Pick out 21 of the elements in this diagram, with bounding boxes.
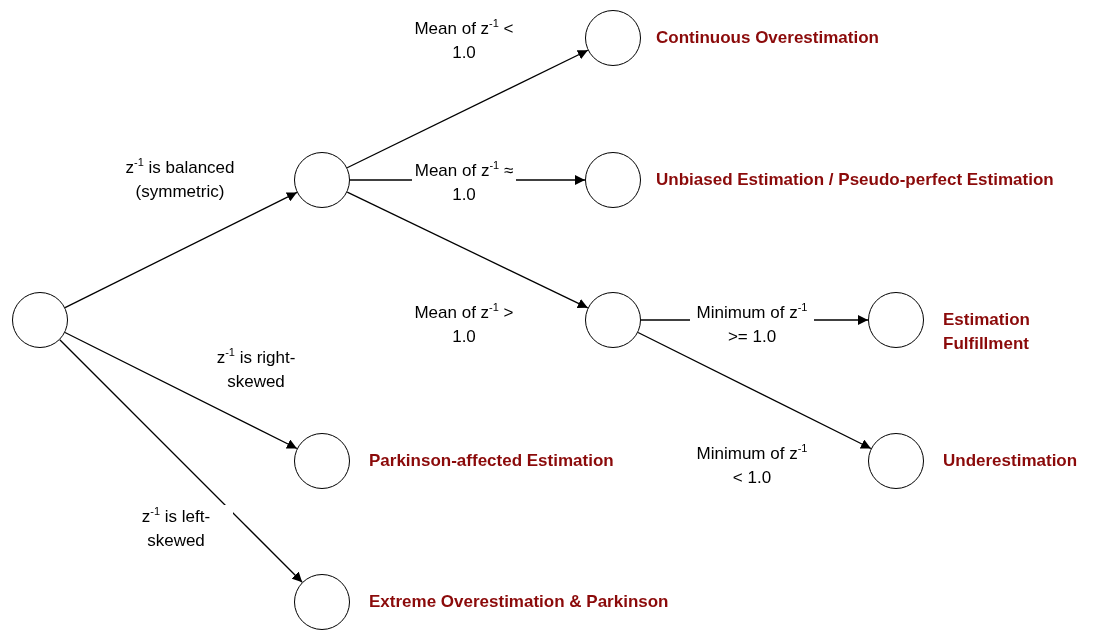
arrow bbox=[346, 191, 589, 309]
arrow bbox=[346, 49, 589, 169]
circle-node bbox=[294, 574, 350, 630]
outcome-label: Continuous Overestimation bbox=[656, 27, 879, 49]
arrow bbox=[64, 331, 298, 450]
circle-node bbox=[585, 10, 641, 66]
circle-node bbox=[294, 433, 350, 489]
outcome-label: Estimation Fulfillment bbox=[943, 309, 1031, 355]
circle-node bbox=[585, 292, 641, 348]
outcome-label: Underestimation bbox=[943, 450, 1078, 472]
outcome-label: Parkinson-affected Estimation bbox=[369, 450, 614, 472]
circle-node bbox=[294, 152, 350, 208]
outcome-label: Extreme Overestimation & Parkinson bbox=[369, 591, 669, 613]
circle-node bbox=[868, 292, 924, 348]
outcome-label: Unbiased Estimation / Pseudo-perfect Estimation bbox=[656, 169, 1054, 191]
circle-node bbox=[12, 292, 68, 348]
circle-node bbox=[868, 433, 924, 489]
circle-node bbox=[585, 152, 641, 208]
arrow bbox=[637, 331, 872, 450]
arrow bbox=[64, 191, 298, 309]
arrow bbox=[59, 339, 303, 583]
